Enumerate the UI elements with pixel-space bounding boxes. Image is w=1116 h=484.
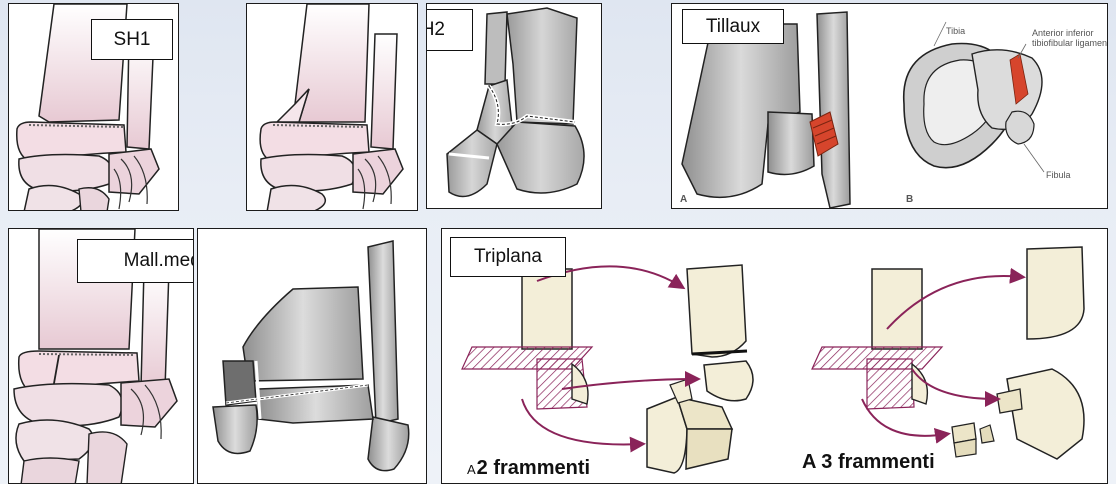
ligament-annotation-line2: tibiofibular ligament xyxy=(1032,38,1108,48)
sh2-gray-illustration: SH2 xyxy=(426,3,602,209)
two-fragments-prefix: A xyxy=(467,462,476,477)
sh2-ankle-drawing xyxy=(247,4,418,211)
ligament-annotation-line1: Anterior inferior xyxy=(1032,28,1094,38)
triplana-label: Triplana xyxy=(450,237,566,277)
sh2-illustration xyxy=(246,3,418,211)
sh2-label: SH2 xyxy=(426,9,473,51)
three-fragments-caption: A 3 frammenti xyxy=(802,451,935,474)
two-fragments-text: 2 frammenti xyxy=(477,457,590,479)
figure-b-marker: B xyxy=(906,194,913,205)
tillaux-label: Tillaux xyxy=(682,9,784,44)
two-fragments-caption: A2 frammenti xyxy=(467,457,590,480)
mall-mediale-gray-drawing xyxy=(198,229,427,484)
mall-mediale-pink-illustration: Mall.mediale SH3/4 xyxy=(8,228,194,484)
triplana-illustration: Triplana A2 frammenti A 3 frammenti xyxy=(441,228,1108,484)
sh1-illustration: SH1 xyxy=(8,3,179,211)
mall-mediale-gray-illustration xyxy=(197,228,427,484)
tillaux-illustration: Tibia Anterior inferior tibiofibular lig… xyxy=(671,3,1108,209)
tibia-annotation: Tibia xyxy=(946,26,965,36)
fibula-annotation: Fibula xyxy=(1046,170,1071,180)
sh1-label: SH1 xyxy=(91,19,173,60)
mall-mediale-label: Mall.mediale SH3/4 xyxy=(77,239,194,283)
figure-a-marker: A xyxy=(680,194,687,205)
